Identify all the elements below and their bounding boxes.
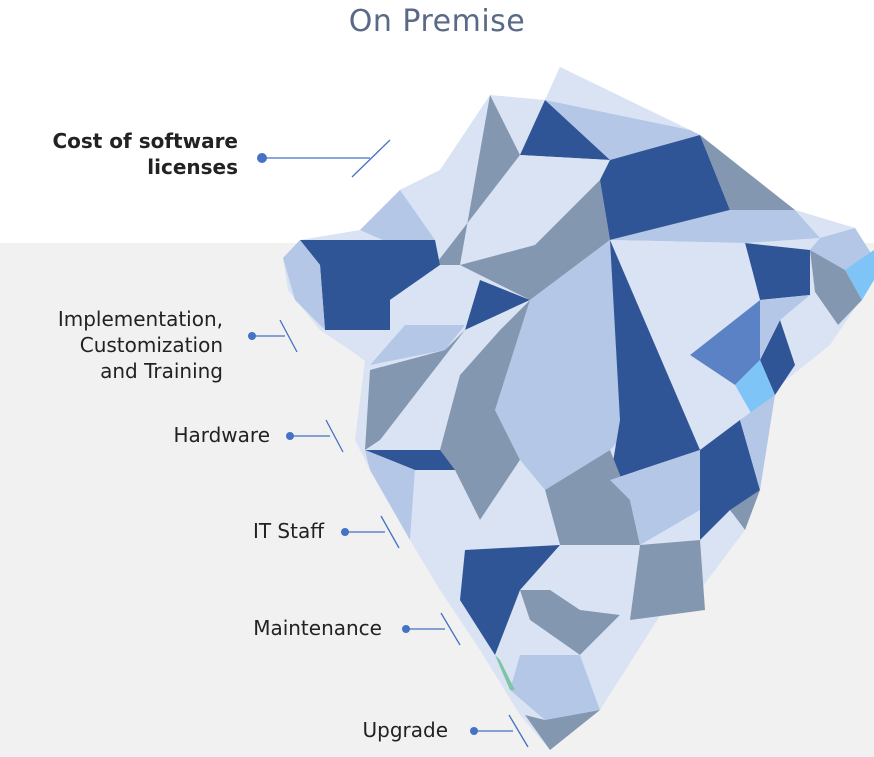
label-cost-line1: Cost of software (52, 129, 238, 153)
label-impl-line1: Implementation, (57, 307, 223, 331)
label-impl-line2: Customization (79, 333, 223, 357)
pointer-dot-it-staff (341, 528, 349, 536)
label-maintenance: Maintenance (253, 616, 382, 640)
pointer-dot-implementation (248, 332, 256, 340)
pointer-dot-cost (257, 153, 267, 163)
diagram-title: On Premise (348, 4, 526, 39)
label-impl-line3: and Training (100, 359, 223, 383)
pointer-dot-upgrade (470, 727, 478, 735)
label-cost-of-software-licenses: Cost of software licenses (52, 128, 238, 180)
pointer-dot-hardware (286, 432, 294, 440)
label-it-staff: IT Staff (252, 519, 324, 543)
pointer-dot-maintenance (402, 625, 410, 633)
label-upgrade: Upgrade (362, 718, 448, 742)
label-implementation: Implementation, Customization and Traini… (58, 306, 223, 384)
label-hardware: Hardware (173, 423, 270, 447)
label-cost-line2: licenses (147, 155, 238, 179)
